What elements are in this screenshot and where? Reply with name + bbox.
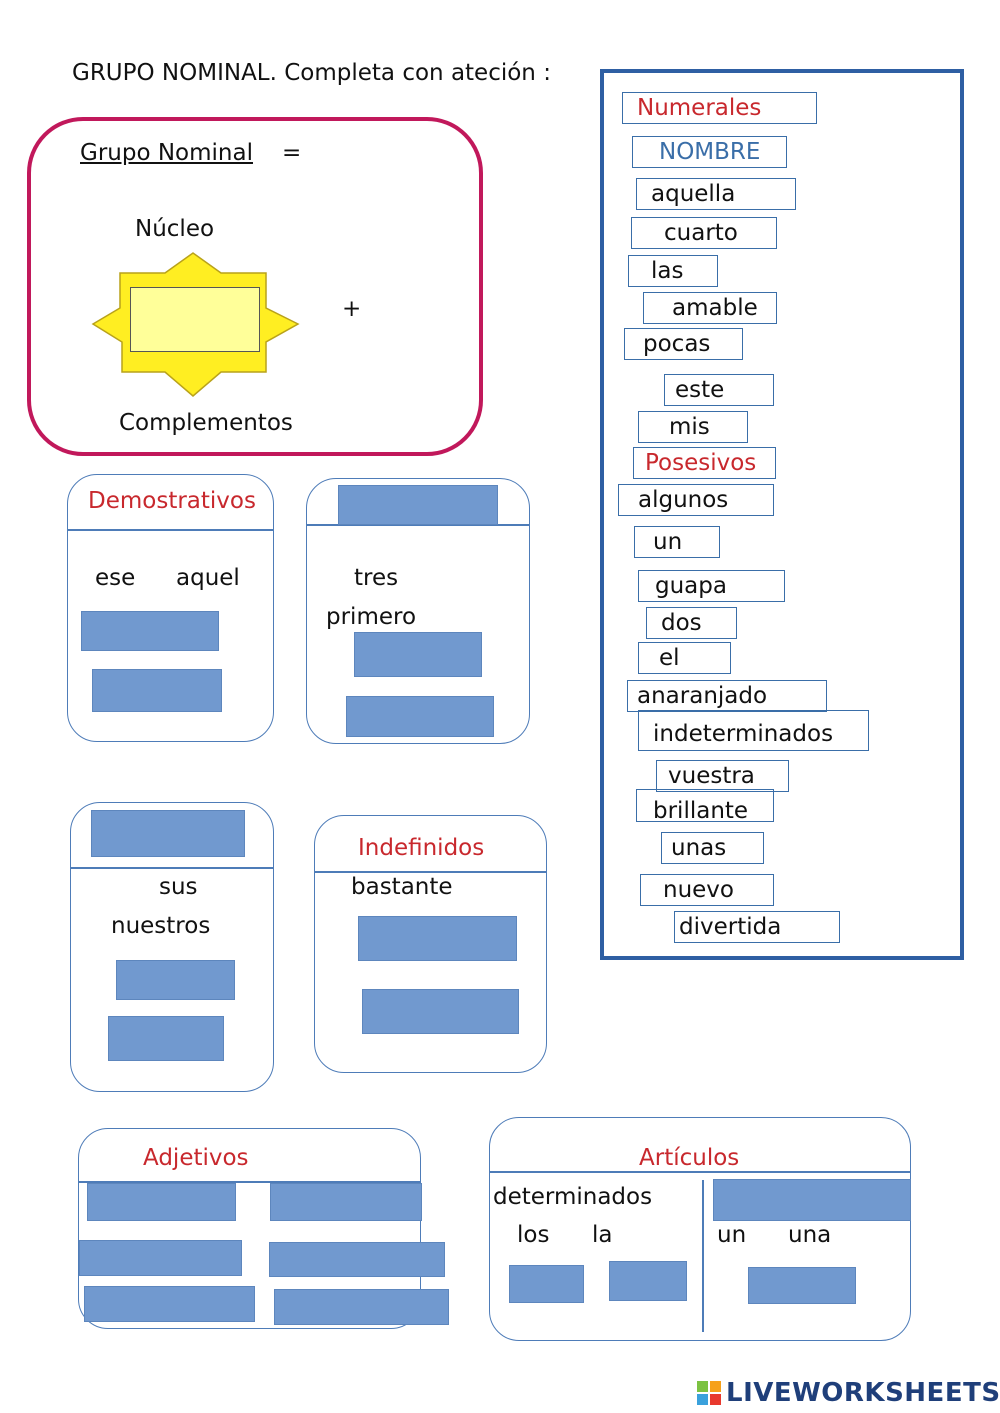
demostrativos-box — [67, 474, 274, 742]
complementos-label: Complementos — [119, 410, 293, 436]
demostrativos-heading: Demostrativos — [88, 488, 256, 514]
articulos-determinados-drop-zone-2[interactable] — [609, 1261, 687, 1301]
word-tile[interactable]: indeterminados — [638, 710, 869, 751]
indefinidos-drop-zone-1[interactable] — [358, 916, 517, 961]
numerales-heading-drop-zone[interactable] — [338, 485, 498, 525]
category-word: aquel — [176, 565, 240, 591]
category-word: nuestros — [111, 913, 211, 939]
category-word: la — [592, 1222, 613, 1248]
word-tile[interactable]: guapa — [638, 570, 785, 602]
articulos-box — [489, 1117, 911, 1341]
articulos-indeterminados-label-drop-zone[interactable] — [713, 1179, 911, 1221]
divider-vertical — [702, 1180, 704, 1332]
equals-sign: = — [282, 140, 302, 166]
grupo-nominal-frame — [27, 117, 483, 456]
numerales-drop-zone-1[interactable] — [354, 632, 482, 677]
word-tile[interactable]: pocas — [624, 328, 743, 360]
indefinidos-drop-zone-2[interactable] — [362, 989, 519, 1034]
adjetivos-drop-zone-5[interactable] — [84, 1286, 255, 1322]
divider — [67, 529, 274, 531]
liveworksheets-logo-icon — [697, 1381, 721, 1405]
word-tile[interactable]: amable — [643, 292, 777, 324]
word-tile[interactable]: nuevo — [640, 874, 774, 906]
word-tile[interactable]: divertida — [674, 911, 840, 943]
articulos-determinados-drop-zone-1[interactable] — [509, 1265, 584, 1303]
adjetivos-drop-zone-6[interactable] — [274, 1289, 449, 1325]
category-word: sus — [159, 874, 198, 900]
category-word: ese — [95, 565, 136, 591]
word-tile[interactable]: Numerales — [622, 92, 817, 124]
posesivos-drop-zone-1[interactable] — [116, 960, 235, 1000]
demostrativos-drop-zone-1[interactable] — [81, 611, 219, 651]
adjetivos-drop-zone-4[interactable] — [269, 1242, 445, 1277]
category-word: bastante — [351, 874, 453, 900]
posesivos-heading-drop-zone[interactable] — [91, 810, 245, 857]
category-word: los — [517, 1222, 550, 1248]
word-tile[interactable]: NOMBRE — [632, 136, 787, 168]
word-tile[interactable]: cuarto — [631, 217, 777, 249]
page-title: GRUPO NOMINAL. Completa con ateción : — [72, 60, 551, 86]
determinados-label: determinados — [493, 1184, 653, 1210]
nucleo-label: Núcleo — [135, 216, 215, 242]
word-tile[interactable]: Posesivos — [633, 447, 776, 479]
word-tile[interactable]: algunos — [618, 484, 774, 516]
category-word: un — [717, 1222, 747, 1248]
indefinidos-box — [314, 815, 547, 1073]
divider — [314, 871, 547, 873]
divider — [70, 867, 274, 869]
nucleo-drop-zone[interactable] — [130, 287, 260, 352]
adjetivos-drop-zone-2[interactable] — [270, 1183, 422, 1221]
numerales-box — [306, 478, 530, 744]
word-tile[interactable]: mis — [638, 411, 748, 443]
divider — [489, 1171, 911, 1173]
liveworksheets-logo: LIVEWORKSHEETS — [726, 1378, 1000, 1408]
category-word: primero — [326, 604, 417, 630]
demostrativos-drop-zone-2[interactable] — [92, 669, 222, 712]
word-tile[interactable]: un — [634, 526, 720, 558]
category-word: una — [788, 1222, 832, 1248]
word-tile[interactable]: las — [628, 255, 718, 287]
adjetivos-drop-zone-1[interactable] — [87, 1183, 236, 1221]
indefinidos-heading: Indefinidos — [358, 835, 485, 861]
adjetivos-drop-zone-3[interactable] — [79, 1240, 242, 1276]
word-tile[interactable]: anaranjado — [627, 680, 827, 712]
posesivos-box — [70, 802, 274, 1092]
word-tile[interactable]: brillante — [636, 789, 774, 824]
word-tile[interactable]: vuestra — [656, 760, 789, 792]
numerales-drop-zone-2[interactable] — [346, 696, 494, 737]
articulos-indeterminados-drop-zone[interactable] — [748, 1267, 856, 1304]
adjetivos-heading: Adjetivos — [143, 1145, 249, 1171]
plus-sign: + — [342, 296, 362, 322]
category-word: tres — [354, 565, 399, 591]
word-tile[interactable]: este — [664, 374, 774, 406]
divider — [78, 1181, 421, 1183]
grupo-nominal-label: Grupo Nominal — [80, 140, 253, 166]
word-tile[interactable]: el — [638, 642, 731, 674]
word-tile[interactable]: unas — [661, 832, 764, 864]
posesivos-drop-zone-2[interactable] — [108, 1016, 224, 1061]
adjetivos-box — [78, 1128, 421, 1329]
word-tile[interactable]: dos — [646, 607, 737, 639]
word-bank-panel — [600, 69, 964, 960]
articulos-heading: Artículos — [639, 1145, 740, 1171]
word-tile[interactable]: aquella — [636, 178, 796, 210]
